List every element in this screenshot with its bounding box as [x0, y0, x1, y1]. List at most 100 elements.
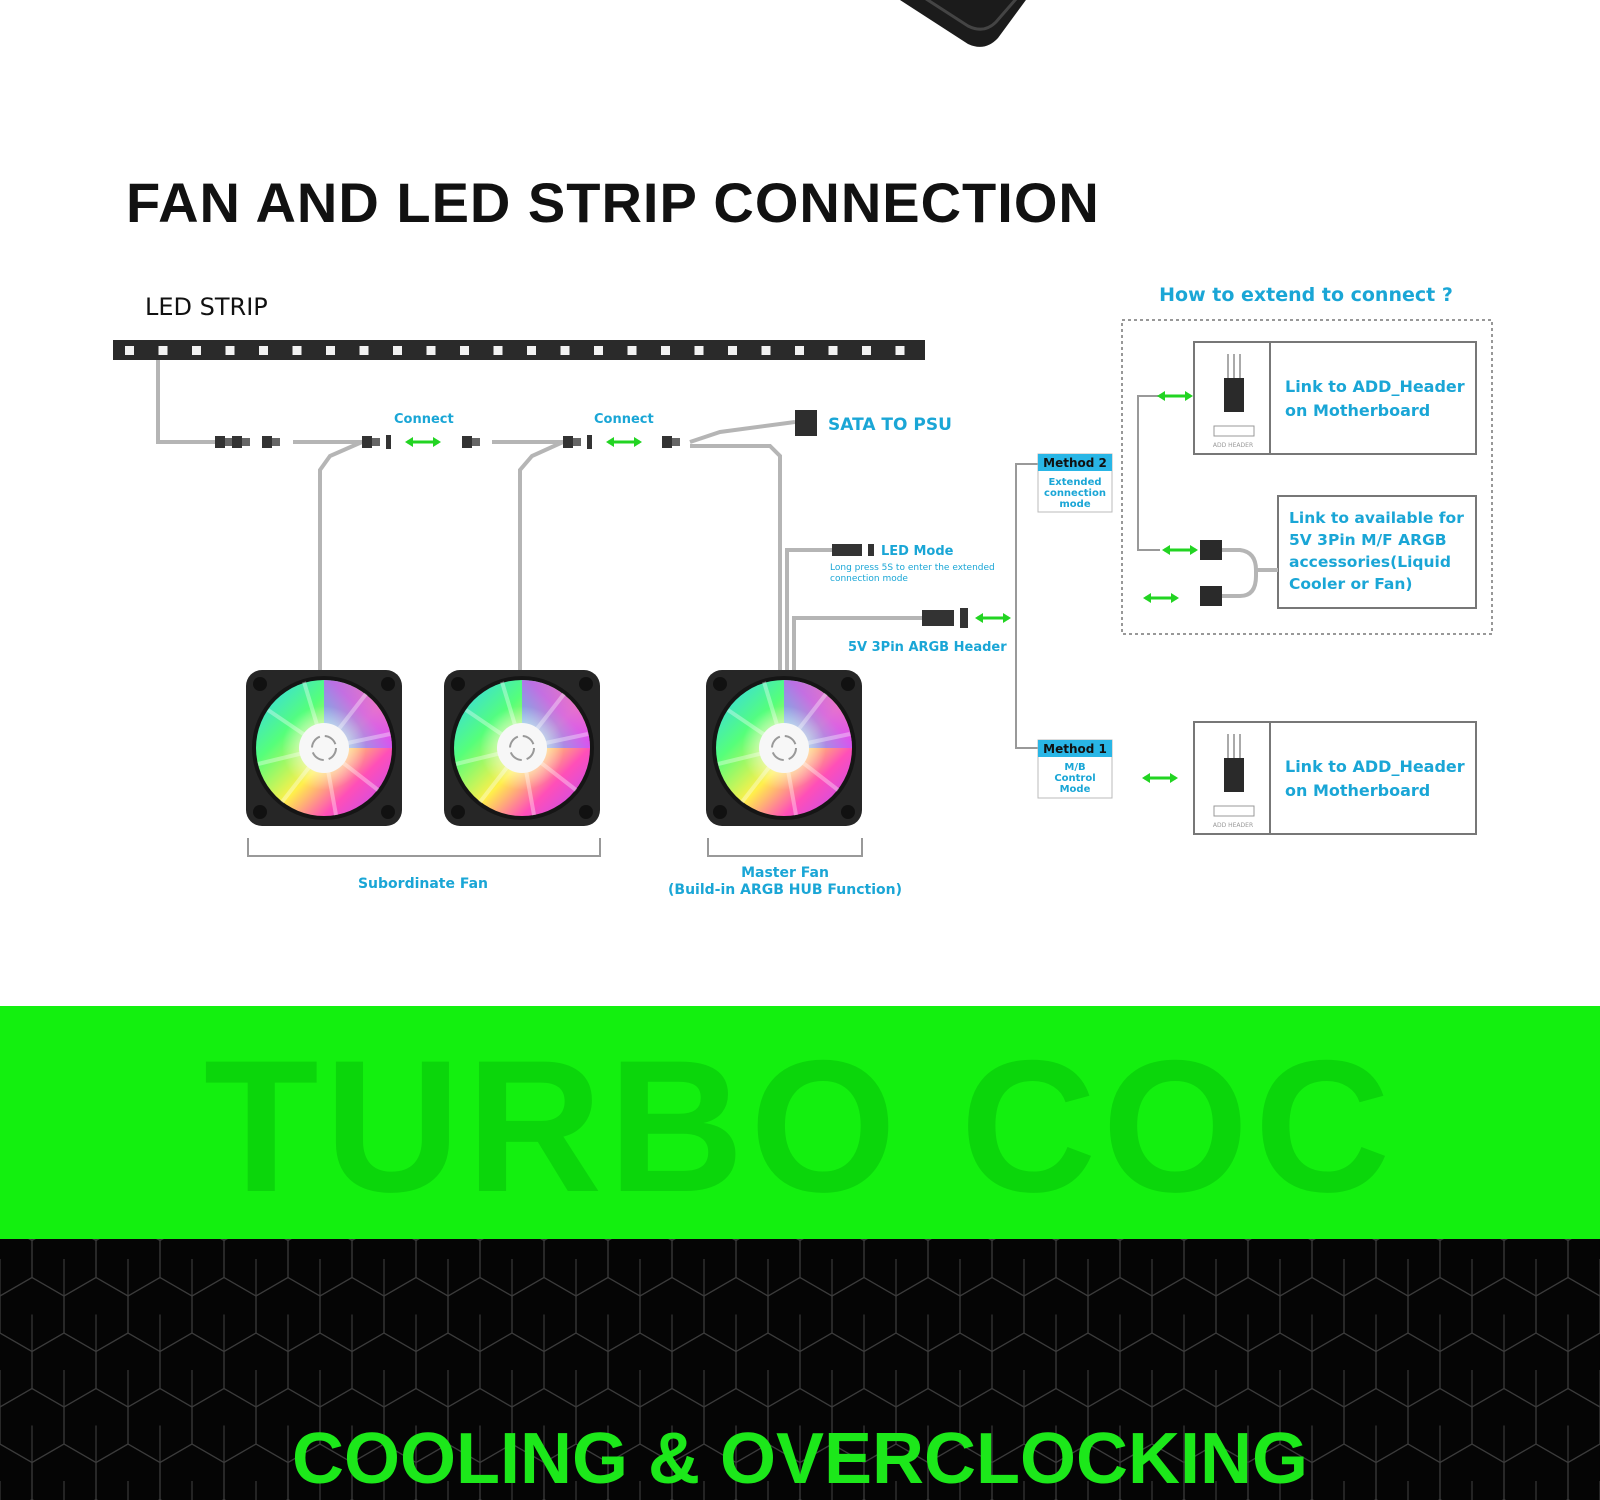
hex-cell: [799, 1239, 865, 1297]
accessories-line-1: Link to available for: [1289, 509, 1464, 527]
dark-banner: [0, 1239, 1600, 1500]
hex-cell: [1439, 1239, 1505, 1297]
hex-cell: [95, 1239, 161, 1297]
method-2-badge: Method 2 Extended connection mode: [1037, 453, 1113, 513]
add-header-icon: [1213, 734, 1255, 817]
method-1-line-3: Mode: [1060, 784, 1091, 795]
method-2-tag: Method 2: [1043, 456, 1107, 470]
hex-cell: [1183, 1332, 1249, 1408]
led-dot: [661, 346, 670, 355]
led-mode-desc-2: connection mode: [830, 574, 908, 584]
hex-cell: [447, 1276, 513, 1353]
hex-cell: [1567, 1443, 1600, 1500]
led-dot: [460, 346, 469, 355]
master-fan-label-1: Master Fan: [741, 865, 829, 881]
header-box-top-line-2: on Motherboard: [1285, 401, 1430, 420]
method-1-line-2: Control: [1054, 773, 1095, 784]
sata-label: SATA TO PSU: [828, 415, 952, 435]
green-banner: TURBO COC: [0, 1006, 1600, 1239]
hex-cell: [511, 1276, 577, 1353]
method-1-arrow: [1140, 771, 1180, 785]
header-box-top-line-1: Link to ADD_Header: [1285, 377, 1465, 396]
hex-cell: [1343, 1276, 1409, 1353]
connector-plugs: [215, 435, 968, 628]
led-dot: [627, 346, 637, 355]
hex-pattern: [0, 1239, 1600, 1500]
led-dot: [594, 346, 603, 355]
hex-cell: [1375, 1332, 1441, 1408]
hex-cell: [127, 1276, 193, 1353]
led-dot: [527, 346, 536, 355]
connection-diagram: LED STRIP SATA TO PSU Connect Connect: [113, 284, 1493, 898]
hex-cell: [95, 1332, 161, 1408]
hex-cell: [1055, 1332, 1121, 1408]
method-1-tag: Method 1: [1043, 742, 1107, 756]
hex-cell: [31, 1332, 97, 1408]
hex-cell: [255, 1276, 321, 1353]
led-strip-label: LED STRIP: [145, 293, 268, 321]
master-fan-label-2: (Build-in ARGB HUB Function): [668, 882, 902, 898]
accessories-line-3: accessories(Liquid: [1289, 553, 1451, 571]
hex-cell: [1375, 1239, 1441, 1297]
hex-cell: [1119, 1239, 1185, 1297]
page-title: FAN AND LED STRIP CONNECTION: [126, 171, 1100, 234]
header-box-bottom: ADD HEADER Link to ADD_Header on Motherb…: [1140, 721, 1477, 835]
hex-cell: [1471, 1276, 1537, 1353]
hex-cell: [0, 1276, 65, 1353]
led-dot: [259, 346, 268, 355]
hex-cell: [543, 1239, 609, 1297]
add-header-icon: [1213, 354, 1255, 437]
hex-cell: [1311, 1239, 1377, 1297]
hex-cell: [479, 1239, 545, 1297]
add-header-caption: ADD HEADER: [1213, 822, 1253, 829]
hex-cell: [1023, 1276, 1089, 1353]
hex-cell: [831, 1276, 897, 1353]
hex-cell: [1087, 1276, 1153, 1353]
hex-cell: [1247, 1332, 1313, 1408]
hex-cell: [1407, 1276, 1473, 1353]
hex-cell: [1503, 1239, 1569, 1297]
hex-cell: [927, 1332, 993, 1408]
accessories-line-4: Cooler or Fan): [1289, 575, 1413, 593]
sata-connector: [795, 410, 817, 436]
master-fan-bracket: [707, 838, 863, 857]
hex-cell: [63, 1276, 129, 1353]
hex-cell: [0, 1239, 33, 1297]
header-box-bottom-line-2: on Motherboard: [1285, 781, 1430, 800]
hex-cell: [863, 1239, 929, 1297]
hex-cell: [415, 1239, 481, 1297]
hex-cell: [159, 1332, 225, 1408]
method-1-badge: Method 1 M/B Control Mode: [1037, 739, 1113, 799]
led-dot: [862, 346, 871, 355]
led-dot: [225, 346, 235, 355]
led-strip-leds: [125, 346, 905, 355]
hex-cell: [0, 1332, 33, 1408]
hex-cell: [991, 1239, 1057, 1297]
hex-cell: [607, 1332, 673, 1408]
hex-cell: [159, 1239, 225, 1297]
accessories-box: Link to available for 5V 3Pin M/F ARGB a…: [1277, 495, 1477, 609]
extend-arrow-low: [1141, 591, 1181, 605]
hex-cell: [767, 1276, 833, 1353]
turbo-coc-watermark: TURBO COC: [203, 1021, 1397, 1231]
header-box-bottom-line-1: Link to ADD_Header: [1285, 757, 1465, 776]
subordinate-fan-1: [244, 668, 404, 828]
hex-cell: [863, 1332, 929, 1408]
led-dot: [560, 346, 570, 355]
hex-cell: [895, 1276, 961, 1353]
method-2-line-2: connection: [1044, 488, 1106, 499]
connect-arrow-2: [604, 435, 644, 449]
extend-branch-line: [1137, 395, 1164, 551]
cooling-overclocking-title: COOLING & OVERCLOCKING: [291, 1419, 1308, 1499]
hex-cell: [1535, 1276, 1600, 1353]
hex-cell: [1567, 1332, 1600, 1408]
hex-cell: [1439, 1332, 1505, 1408]
hex-cell: [1247, 1239, 1313, 1297]
hex-cell: [1311, 1332, 1377, 1408]
subordinate-fan-2: [442, 668, 602, 828]
hex-cell: [639, 1276, 705, 1353]
led-dot: [828, 346, 838, 355]
led-dot: [326, 346, 335, 355]
hex-cell: [191, 1276, 257, 1353]
hex-cell: [927, 1239, 993, 1297]
